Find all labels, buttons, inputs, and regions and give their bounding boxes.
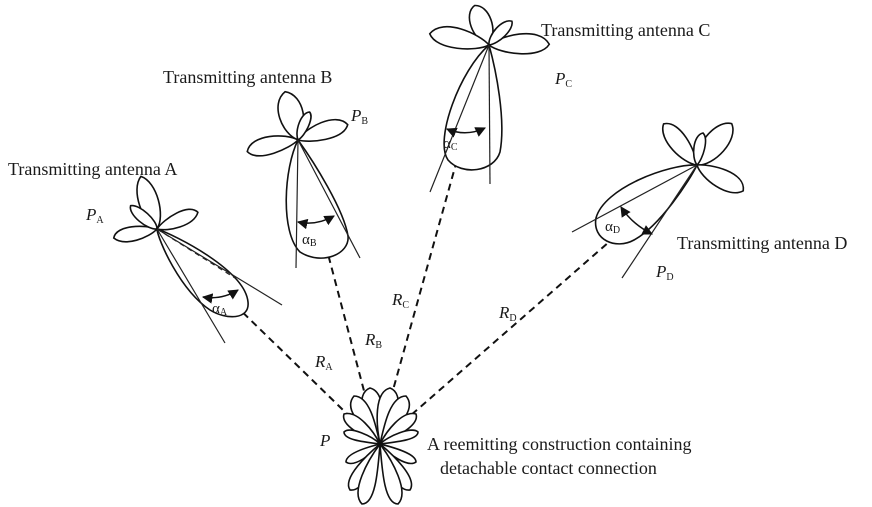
antenna-c-main-lobe [443, 43, 503, 171]
power-p-label: P [319, 431, 330, 450]
line-rd [377, 164, 698, 445]
antenna-d-title: Transmitting antenna D [677, 233, 847, 253]
distance-b-label: RB [364, 330, 382, 351]
antenna-c-pattern [428, 4, 551, 193]
distance-a-label: RA [314, 352, 333, 373]
antenna-b-title: Transmitting antenna B [163, 67, 332, 87]
power-a-label: PA [85, 205, 104, 226]
alpha-c-label: αC [443, 136, 458, 153]
reemitter-caption-line1: A reemitting construction containing [427, 434, 691, 454]
antenna-d-pattern [571, 122, 745, 279]
antenna-c-sidelobes [428, 4, 551, 55]
antenna-d-sidelobes [661, 122, 745, 194]
line-rc [377, 44, 490, 445]
antenna-b-main-lobe [285, 138, 349, 259]
distance-d-label: RD [498, 303, 517, 324]
alpha-d-label: αD [605, 219, 620, 236]
reemitter-pattern [343, 387, 419, 505]
alpha-b-label: αB [302, 232, 317, 249]
alpha-a-label: αA [212, 301, 228, 318]
antenna-a-pattern [112, 175, 283, 344]
antenna-a-sidelobes [112, 175, 199, 243]
power-d-label: PD [655, 262, 674, 283]
antenna-a-title: Transmitting antenna A [8, 159, 177, 179]
antenna-c-title: Transmitting antenna C [541, 20, 710, 40]
reemitter-caption-line2: detachable contact connection [440, 458, 657, 478]
antenna-b-pattern [246, 90, 361, 269]
distance-c-label: RC [391, 290, 409, 311]
power-c-label: PC [554, 69, 572, 90]
antenna-a-main-lobe [156, 227, 249, 318]
antenna-b-sidelobes [246, 90, 349, 157]
power-b-label: PB [350, 106, 368, 127]
